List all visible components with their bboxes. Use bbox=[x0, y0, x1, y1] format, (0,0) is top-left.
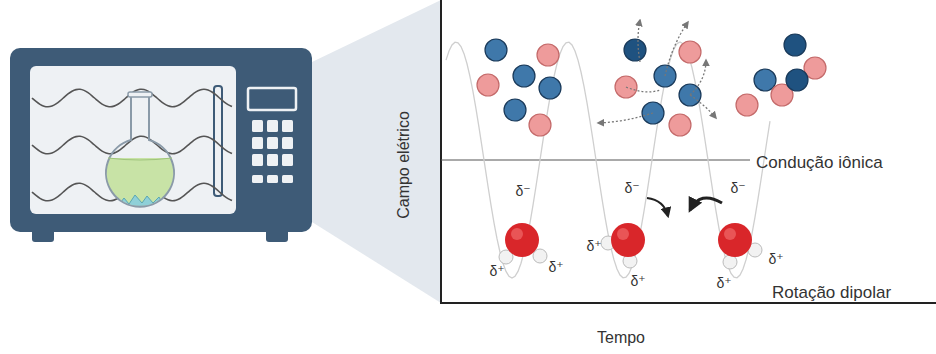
charge-label: δ⁺ bbox=[716, 276, 731, 291]
axis-title: Tempo bbox=[597, 329, 645, 347]
y-axis bbox=[440, 0, 442, 303]
charge-label: δ⁺ bbox=[768, 252, 783, 267]
zoom-wedge bbox=[312, 0, 441, 303]
region-label: Condução iônica bbox=[756, 154, 883, 173]
rotation-arrows bbox=[647, 198, 722, 216]
charge-label: δ⁺ bbox=[586, 239, 601, 254]
charge-label: δ⁻ bbox=[515, 184, 530, 199]
charge-label: δ⁺ bbox=[489, 264, 504, 279]
field-wave bbox=[446, 42, 770, 278]
charge-label: δ⁺ bbox=[548, 260, 563, 275]
ions bbox=[477, 34, 826, 136]
round-flask bbox=[100, 92, 180, 218]
microwave-oven bbox=[10, 48, 312, 242]
axis-title: Campo elétrico bbox=[395, 111, 413, 219]
water-molecules bbox=[499, 223, 762, 269]
charge-label: δ⁻ bbox=[624, 181, 639, 196]
charge-label: δ⁺ bbox=[630, 274, 645, 289]
charge-label: δ⁻ bbox=[730, 181, 745, 196]
motion-arrows bbox=[598, 20, 716, 123]
region-label: Rotação dipolar bbox=[772, 284, 891, 303]
x-axis bbox=[440, 302, 936, 304]
